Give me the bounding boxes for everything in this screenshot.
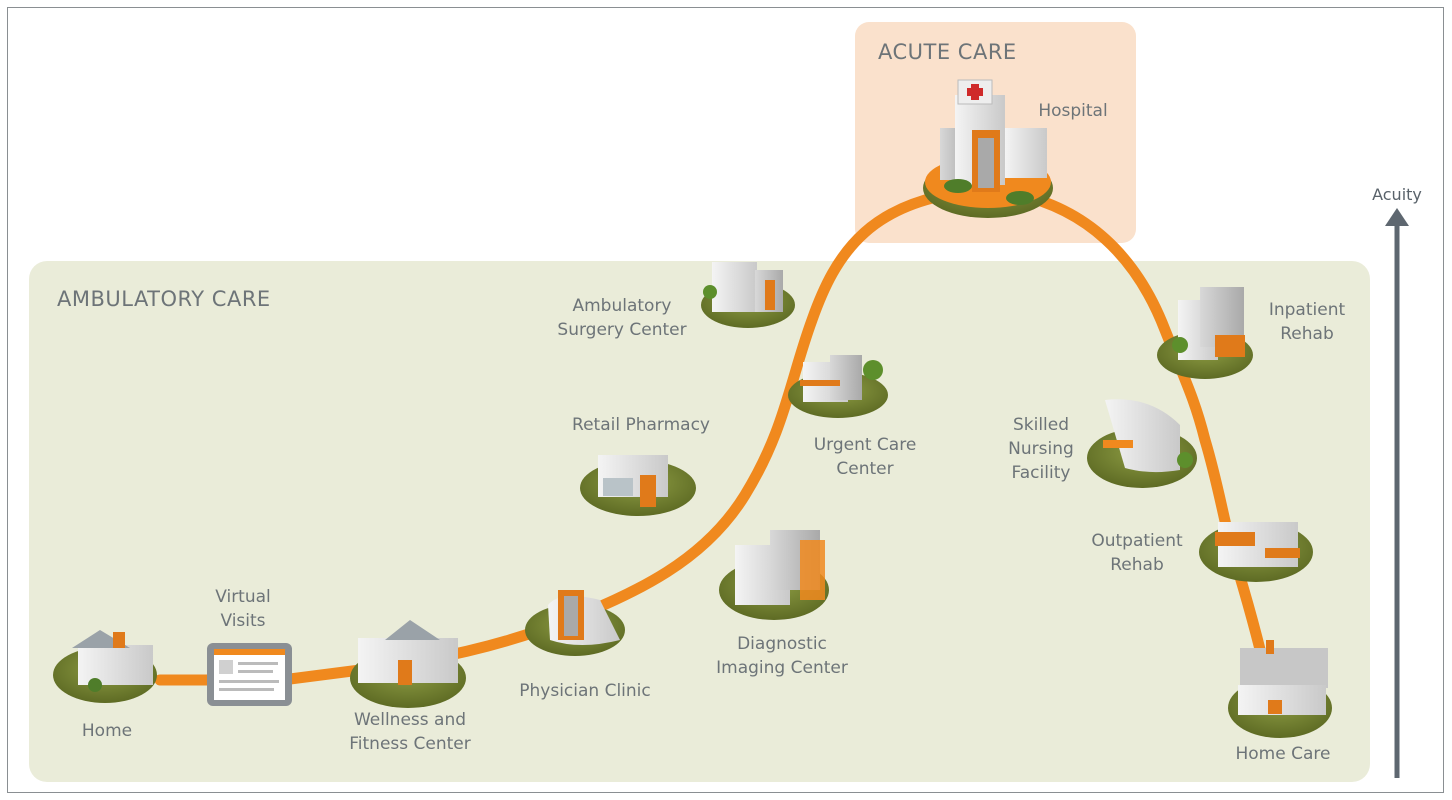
hospital-label: Hospital bbox=[1038, 101, 1108, 121]
wellness-fitness-label: Wellness and Fitness Center bbox=[349, 710, 471, 754]
retail-pharmacy-label: Retail Pharmacy bbox=[572, 415, 710, 435]
ambulatory-care-title: AMBULATORY CARE bbox=[57, 287, 271, 311]
inpatient-rehab-label: Inpatient Rehab bbox=[1268, 300, 1346, 344]
diagram-frame bbox=[7, 7, 1444, 793]
home-care-label: Home Care bbox=[1235, 744, 1331, 764]
outpatient-rehab-label: Outpatient Rehab bbox=[1091, 531, 1183, 575]
home-label: Home bbox=[81, 721, 133, 741]
retail-pharmacy-icon bbox=[580, 455, 696, 516]
inpatient-rehab-icon bbox=[1157, 287, 1253, 379]
home-icon bbox=[53, 630, 157, 703]
diagnostic-imaging-icon bbox=[719, 530, 829, 620]
virtual-visits-icon bbox=[207, 643, 292, 706]
hospital-icon bbox=[923, 79, 1053, 218]
virtual-visits-label: Virtual Visits bbox=[215, 587, 271, 631]
urgent-care-icon bbox=[788, 355, 888, 418]
diagnostic-imaging-label: Diagnostic Imaging Center bbox=[716, 634, 848, 678]
acuity-axis-label: Acuity bbox=[1372, 185, 1422, 204]
skilled-nursing-label: Skilled Nursing Facility bbox=[1008, 415, 1074, 483]
physician-clinic-label: Physician Clinic bbox=[519, 681, 651, 701]
ambulatory-surgery-label: Ambulatory Surgery Center bbox=[557, 296, 687, 340]
acute-care-title: ACUTE CARE bbox=[878, 40, 1017, 64]
physician-clinic-icon bbox=[525, 590, 625, 656]
outpatient-rehab-icon bbox=[1199, 522, 1313, 582]
ambulatory-surgery-icon bbox=[701, 262, 795, 328]
skilled-nursing-icon bbox=[1087, 399, 1197, 488]
acuity-arrow bbox=[1385, 208, 1409, 778]
urgent-care-label: Urgent Care Center bbox=[813, 435, 917, 479]
wellness-fitness-icon bbox=[350, 620, 466, 708]
home-care-icon bbox=[1228, 640, 1332, 738]
